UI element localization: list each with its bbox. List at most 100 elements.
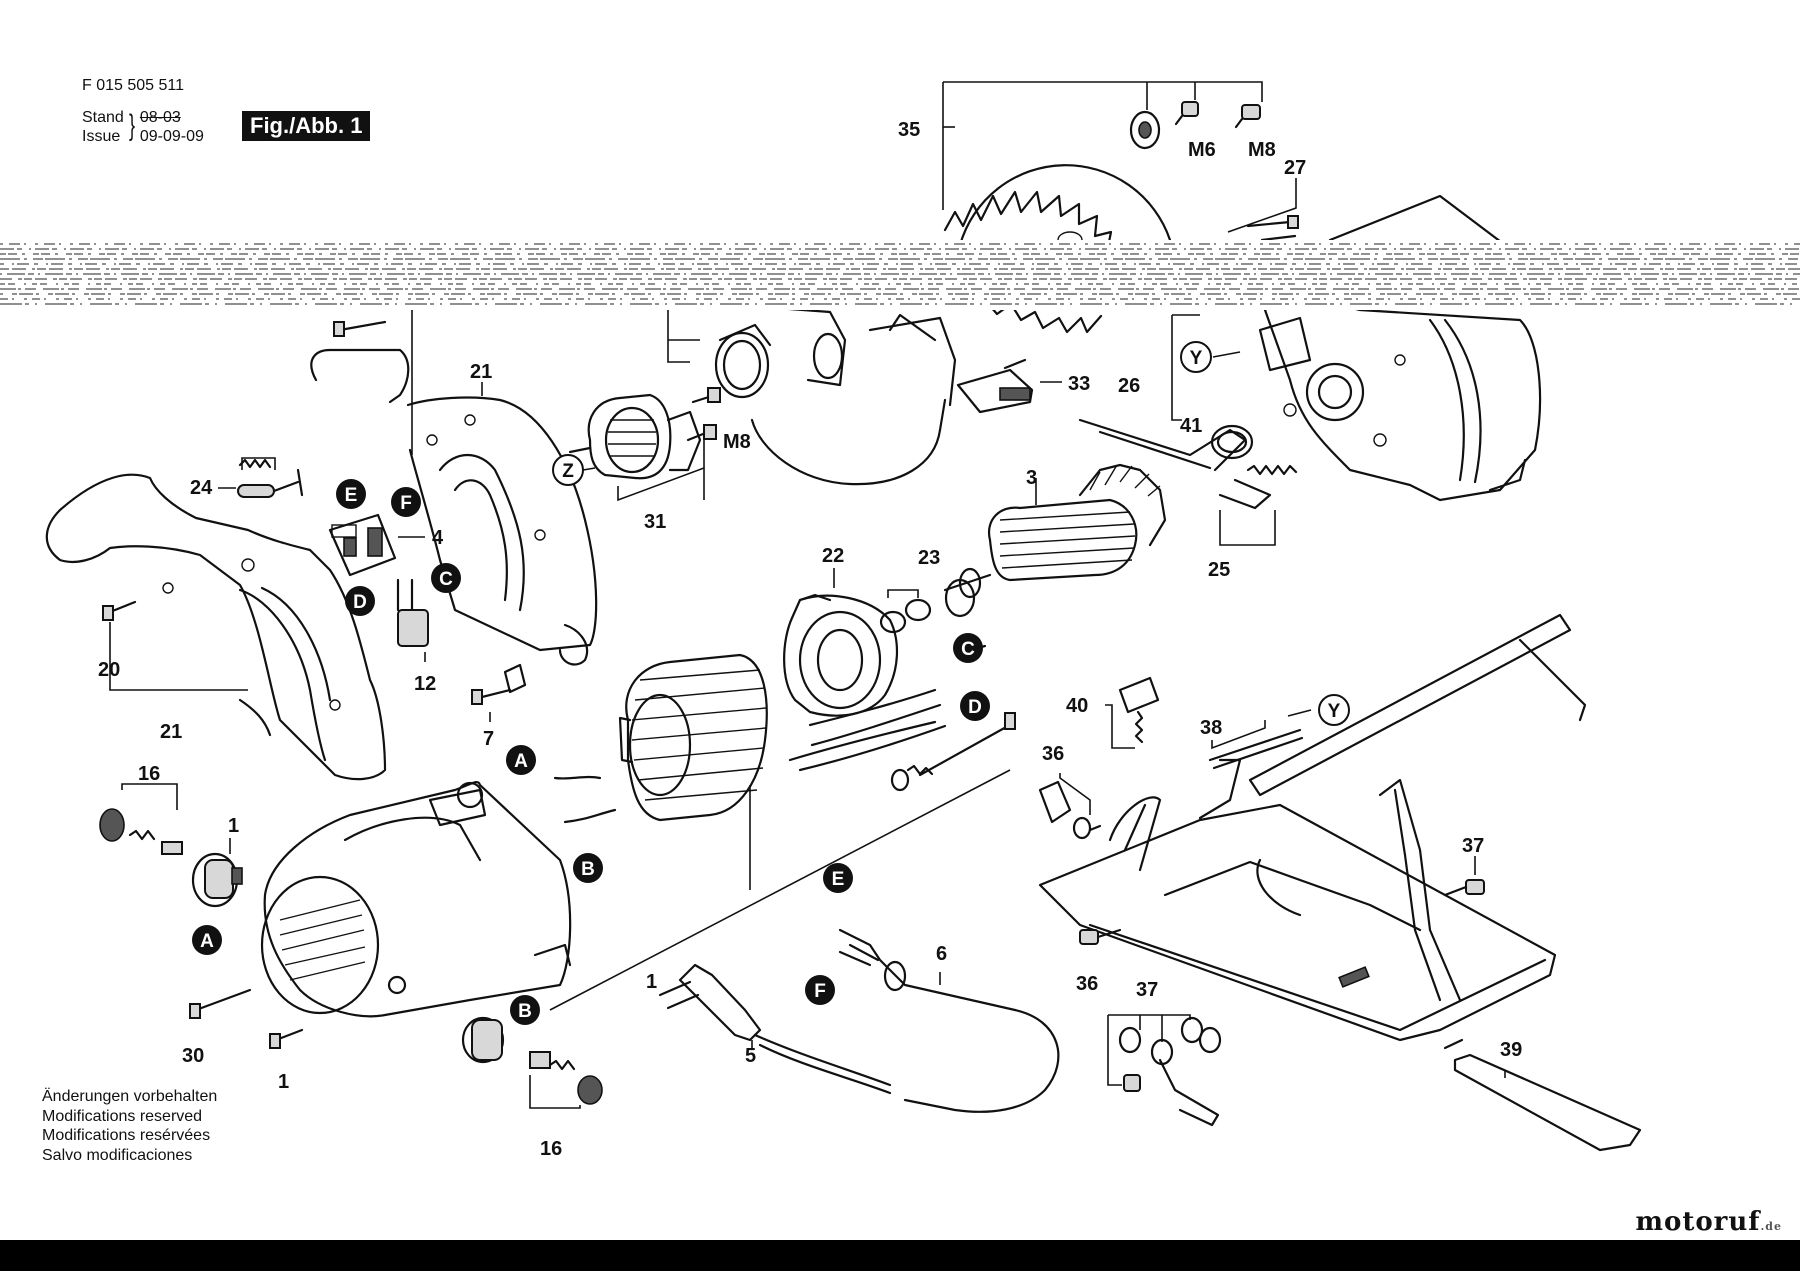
bolt-m6 xyxy=(1174,101,1199,126)
blade-guard xyxy=(750,306,957,486)
gearbox-31 xyxy=(568,387,721,480)
label-35: 35 xyxy=(898,119,920,141)
callout-Z: Z xyxy=(552,454,584,486)
label-40: 40 xyxy=(1066,695,1088,717)
bottom-scan-bar xyxy=(0,1240,1800,1271)
svg-text:C: C xyxy=(961,639,975,660)
label-41: 41 xyxy=(1180,415,1202,437)
label-33: 33 xyxy=(1068,373,1090,395)
label-16-top: 16 xyxy=(138,763,160,785)
callout-C-left: C xyxy=(431,563,461,593)
clamp-36-top xyxy=(1038,780,1102,840)
watermark-suffix: .de xyxy=(1760,1220,1782,1233)
rip-fence-39 xyxy=(1443,1038,1642,1152)
issue-label: Issue xyxy=(82,128,121,145)
stand-label: Stand xyxy=(82,109,124,126)
issue-date: 09-09-09 xyxy=(139,128,204,145)
svg-text:Y: Y xyxy=(1190,348,1203,369)
label-1-top: 1 xyxy=(228,815,239,837)
label-22: 22 xyxy=(822,545,844,567)
callout-B-bottom: B xyxy=(510,995,540,1025)
lock-pin-24 xyxy=(237,458,304,498)
field-coil xyxy=(618,653,768,822)
carbon-brush-16a xyxy=(99,808,183,855)
label-4: 4 xyxy=(432,527,444,549)
svg-text:B: B xyxy=(581,859,595,880)
armature-3 xyxy=(943,463,1167,618)
svg-text:A: A xyxy=(514,751,528,772)
label-30: 30 xyxy=(182,1045,204,1067)
label-21-bottom: 21 xyxy=(160,721,182,743)
label-27: 27 xyxy=(1284,157,1306,179)
label-1-center: 1 xyxy=(646,971,657,993)
label-24: 24 xyxy=(190,477,213,499)
washers-37 xyxy=(1118,1016,1222,1127)
figure-badge: Fig./Abb. 1 xyxy=(242,111,371,141)
watermark-logo: motoruf.de xyxy=(1635,1207,1782,1237)
label-26: 26 xyxy=(1118,375,1140,397)
screw-20 xyxy=(102,600,137,621)
callout-D-left: D xyxy=(345,586,375,616)
label-m8-top: M8 xyxy=(1248,139,1276,161)
label-36-top: 36 xyxy=(1042,743,1064,765)
label-5: 5 xyxy=(745,1045,756,1067)
label-37-bottom: 37 xyxy=(1136,979,1158,1001)
svg-text:Z: Z xyxy=(562,461,574,482)
callout-F-bottom: F xyxy=(805,975,835,1005)
callout-E-top: E xyxy=(336,479,366,509)
blade-flange xyxy=(1129,110,1161,150)
label-25: 25 xyxy=(1208,559,1230,581)
label-7: 7 xyxy=(483,728,494,750)
watermark-text: motoruf xyxy=(1635,1207,1761,1237)
label-12: 12 xyxy=(414,673,436,695)
label-23: 23 xyxy=(918,547,940,569)
callout-B-top: B xyxy=(573,853,603,883)
parallel-guide xyxy=(1248,613,1587,797)
housing-half-21 xyxy=(310,348,598,666)
power-lead-6 xyxy=(838,928,1060,1113)
callout-A-bottom: A xyxy=(192,925,222,955)
screw-1b xyxy=(269,1028,304,1049)
svg-text:D: D xyxy=(968,697,982,718)
svg-text:C: C xyxy=(439,569,453,590)
screw-36-bottom xyxy=(1079,928,1122,945)
svg-text:F: F xyxy=(400,493,412,514)
spring-25 xyxy=(1246,464,1298,476)
power-plug-5 xyxy=(658,963,892,1095)
svg-text:Y: Y xyxy=(1328,701,1341,722)
screw-30 xyxy=(189,988,252,1019)
fan-baffle-22 xyxy=(783,593,898,717)
note-fr: Modifications resérvées xyxy=(42,1127,211,1144)
flange-ring xyxy=(714,323,772,399)
bolt-m8-top xyxy=(1234,104,1261,129)
screw-top-left xyxy=(333,320,387,337)
svg-text:D: D xyxy=(353,592,367,613)
label-37-right: 37 xyxy=(1462,835,1484,857)
carbon-brush-16b xyxy=(529,1051,603,1105)
label-36-bottom: 36 xyxy=(1076,973,1098,995)
label-3: 3 xyxy=(1026,467,1037,489)
label-6: 6 xyxy=(936,943,947,965)
note-es: Salvo modificaciones xyxy=(42,1146,193,1164)
label-m6: M6 xyxy=(1188,139,1216,161)
callout-Y-bottom: Y xyxy=(1318,694,1350,726)
brace-icon: } xyxy=(128,109,135,142)
note-de: Änderungen vorbehalten xyxy=(42,1088,218,1105)
long-screws xyxy=(890,712,1016,792)
brush-plate xyxy=(1078,418,1272,510)
motor-housing xyxy=(260,781,572,1018)
switch-4 xyxy=(328,513,397,577)
label-31: 31 xyxy=(644,511,666,533)
svg-text:E: E xyxy=(832,869,845,890)
label-16-bottom: 16 xyxy=(540,1138,562,1160)
pin-38 xyxy=(1208,728,1304,770)
callout-E-bottom: E xyxy=(823,863,853,893)
handle-20 xyxy=(45,473,387,781)
label-38: 38 xyxy=(1200,717,1222,739)
brush-holder-1c xyxy=(461,1016,505,1064)
callout-F-top: F xyxy=(391,487,421,517)
svg-text:E: E xyxy=(345,485,358,506)
notes-block: Änderungen vorbehalten Modifications res… xyxy=(42,1087,217,1165)
